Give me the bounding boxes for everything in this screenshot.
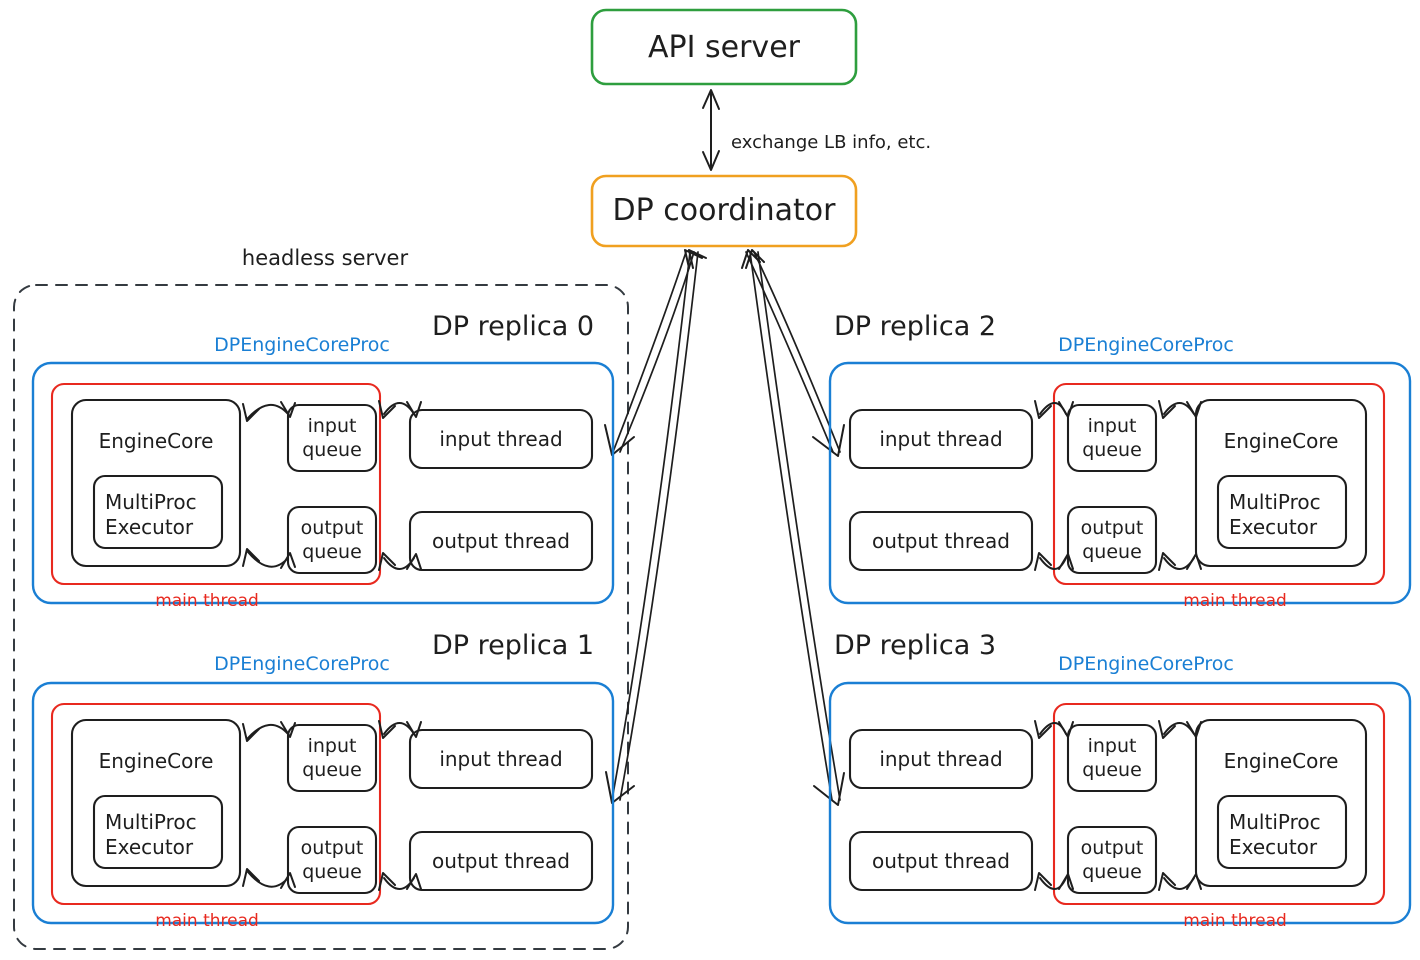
replica-0-input-thread-label: input thread (439, 427, 562, 451)
replica-3-input-queue-label-1: input (1088, 735, 1137, 757)
replica-0-engine-core-label: EngineCore (99, 429, 214, 453)
replica-0-input-queue[interactable]: input queue (286, 403, 378, 473)
replica-1-proc-label: DPEngineCoreProc (214, 653, 390, 675)
coordinator-replica-edges (604, 249, 845, 806)
headless-server-boundary: headless server (13, 246, 629, 950)
replica-0-output-thread[interactable]: output thread (408, 510, 594, 572)
replica-2-input-thread-label: input thread (879, 427, 1002, 451)
replica-1-output-thread[interactable]: output thread (408, 830, 594, 892)
replica-2-input-queue-label-2: queue (1082, 439, 1142, 461)
replica-3-main-thread-label: main thread (1183, 911, 1287, 931)
replica-2-output-queue-label-1: output (1081, 517, 1144, 539)
replica-1-output-queue-label-1: output (301, 837, 364, 859)
replica-1-mpe-label-1: MultiProc (105, 810, 197, 834)
replica-3-input-queue[interactable]: input queue (1066, 723, 1158, 793)
api-server-node[interactable]: API server (590, 8, 858, 86)
replica-0: DP replica 0 DPEngineCoreProc main threa… (31, 311, 615, 611)
replica-0-proc-box (31, 361, 615, 605)
replica-0-input-thread[interactable]: input thread (408, 408, 594, 470)
replica-1-multiproc-executor[interactable]: MultiProc Executor (92, 794, 224, 870)
replica-2-input-queue[interactable]: input queue (1066, 403, 1158, 473)
replica-2-main-thread-label: main thread (1183, 591, 1287, 611)
replica-3-output-queue-label-2: queue (1082, 861, 1142, 883)
replica-2-mpe-label-2: Executor (1229, 515, 1318, 539)
replica-1-output-queue-label-2: queue (302, 861, 362, 883)
replica-0-output-queue[interactable]: output queue (286, 505, 378, 575)
replica-3-title: DP replica 3 (834, 630, 996, 661)
replica-2-output-thread[interactable]: output thread (848, 510, 1034, 572)
replica-1-main-thread-label: main thread (155, 911, 259, 931)
replica-1-input-queue-label-1: input (308, 735, 357, 757)
replica-0-multiproc-executor[interactable]: MultiProc Executor (92, 474, 224, 550)
replica-3-multiproc-executor[interactable]: MultiProc Executor (1216, 794, 1348, 870)
replica-0-output-queue-label-1: output (301, 517, 364, 539)
headless-server-label: headless server (242, 246, 409, 270)
replica-0-connectors (242, 400, 422, 571)
replica-2-mpe-label-1: MultiProc (1229, 490, 1321, 514)
replica-1-input-thread-label: input thread (439, 747, 562, 771)
replica-2-main-thread-box (1052, 382, 1386, 586)
replica-2-proc-label: DPEngineCoreProc (1058, 334, 1234, 356)
replica-1-input-thread[interactable]: input thread (408, 728, 594, 790)
replica-2-input-queue-label-1: input (1088, 415, 1137, 437)
coordinator-api-edge: exchange LB info, etc. (702, 89, 931, 171)
edge-coordinator-replica-1 (605, 249, 707, 804)
replica-2: DP replica 2 DPEngineCoreProc main threa… (828, 311, 1412, 611)
api-server-label: API server (648, 30, 801, 65)
replica-0-input-queue-label-1: input (308, 415, 357, 437)
replica-0-mpe-label-1: MultiProc (105, 490, 197, 514)
replica-3-output-thread[interactable]: output thread (848, 830, 1034, 892)
replica-0-output-queue-label-2: queue (302, 541, 362, 563)
replica-3-input-thread[interactable]: input thread (848, 728, 1034, 790)
replica-3-proc-box (828, 681, 1412, 925)
replica-2-connectors (1034, 400, 1202, 571)
replica-0-main-thread-label: main thread (155, 591, 259, 611)
replica-2-multiproc-executor[interactable]: MultiProc Executor (1216, 474, 1348, 550)
replica-0-proc-label: DPEngineCoreProc (214, 334, 390, 356)
replica-3-connectors (1034, 720, 1202, 891)
replica-1: DP replica 1 DPEngineCoreProc main threa… (31, 630, 615, 931)
replica-2-output-queue[interactable]: output queue (1066, 505, 1158, 575)
replica-0-output-thread-label: output thread (432, 529, 570, 553)
replica-3-output-queue-label-1: output (1081, 837, 1144, 859)
replica-0-main-thread-box (50, 382, 382, 586)
replica-1-proc-box (31, 681, 615, 925)
replica-3-mpe-label-2: Executor (1229, 835, 1318, 859)
replica-3-output-thread-label: output thread (872, 849, 1010, 873)
edge-coordinator-replica-2 (741, 249, 845, 457)
replica-3-main-thread-box (1052, 702, 1386, 906)
replica-3-output-queue[interactable]: output queue (1066, 825, 1158, 895)
replica-2-proc-box (828, 361, 1412, 605)
replica-1-main-thread-box (50, 702, 382, 906)
replica-2-engine-core-label: EngineCore (1224, 429, 1339, 453)
replica-3-proc-label: DPEngineCoreProc (1058, 653, 1234, 675)
replica-1-connectors (242, 720, 422, 891)
replica-0-mpe-label-2: Executor (105, 515, 194, 539)
replica-1-mpe-label-2: Executor (105, 835, 194, 859)
replica-0-input-queue-label-2: queue (302, 439, 362, 461)
replica-0-title: DP replica 0 (432, 311, 594, 342)
dp-coordinator-label: DP coordinator (613, 193, 837, 228)
replica-3-engine-core-label: EngineCore (1224, 749, 1339, 773)
replica-2-input-thread[interactable]: input thread (848, 408, 1034, 470)
replica-1-engine-core-label: EngineCore (99, 749, 214, 773)
replica-3-input-queue-label-2: queue (1082, 759, 1142, 781)
coordinator-api-edge-label: exchange LB info, etc. (731, 132, 931, 153)
dp-coordinator-node[interactable]: DP coordinator (590, 174, 858, 248)
replica-3-mpe-label-1: MultiProc (1229, 810, 1321, 834)
replica-3: DP replica 3 DPEngineCoreProc main threa… (828, 630, 1412, 931)
replica-2-output-queue-label-2: queue (1082, 541, 1142, 563)
replica-1-input-queue[interactable]: input queue (286, 723, 378, 793)
replica-1-output-thread-label: output thread (432, 849, 570, 873)
replica-1-output-queue[interactable]: output queue (286, 825, 378, 895)
replica-1-title: DP replica 1 (432, 630, 594, 661)
replica-1-input-queue-label-2: queue (302, 759, 362, 781)
replica-3-input-thread-label: input thread (879, 747, 1002, 771)
replica-2-output-thread-label: output thread (872, 529, 1010, 553)
replica-2-title: DP replica 2 (834, 311, 996, 342)
